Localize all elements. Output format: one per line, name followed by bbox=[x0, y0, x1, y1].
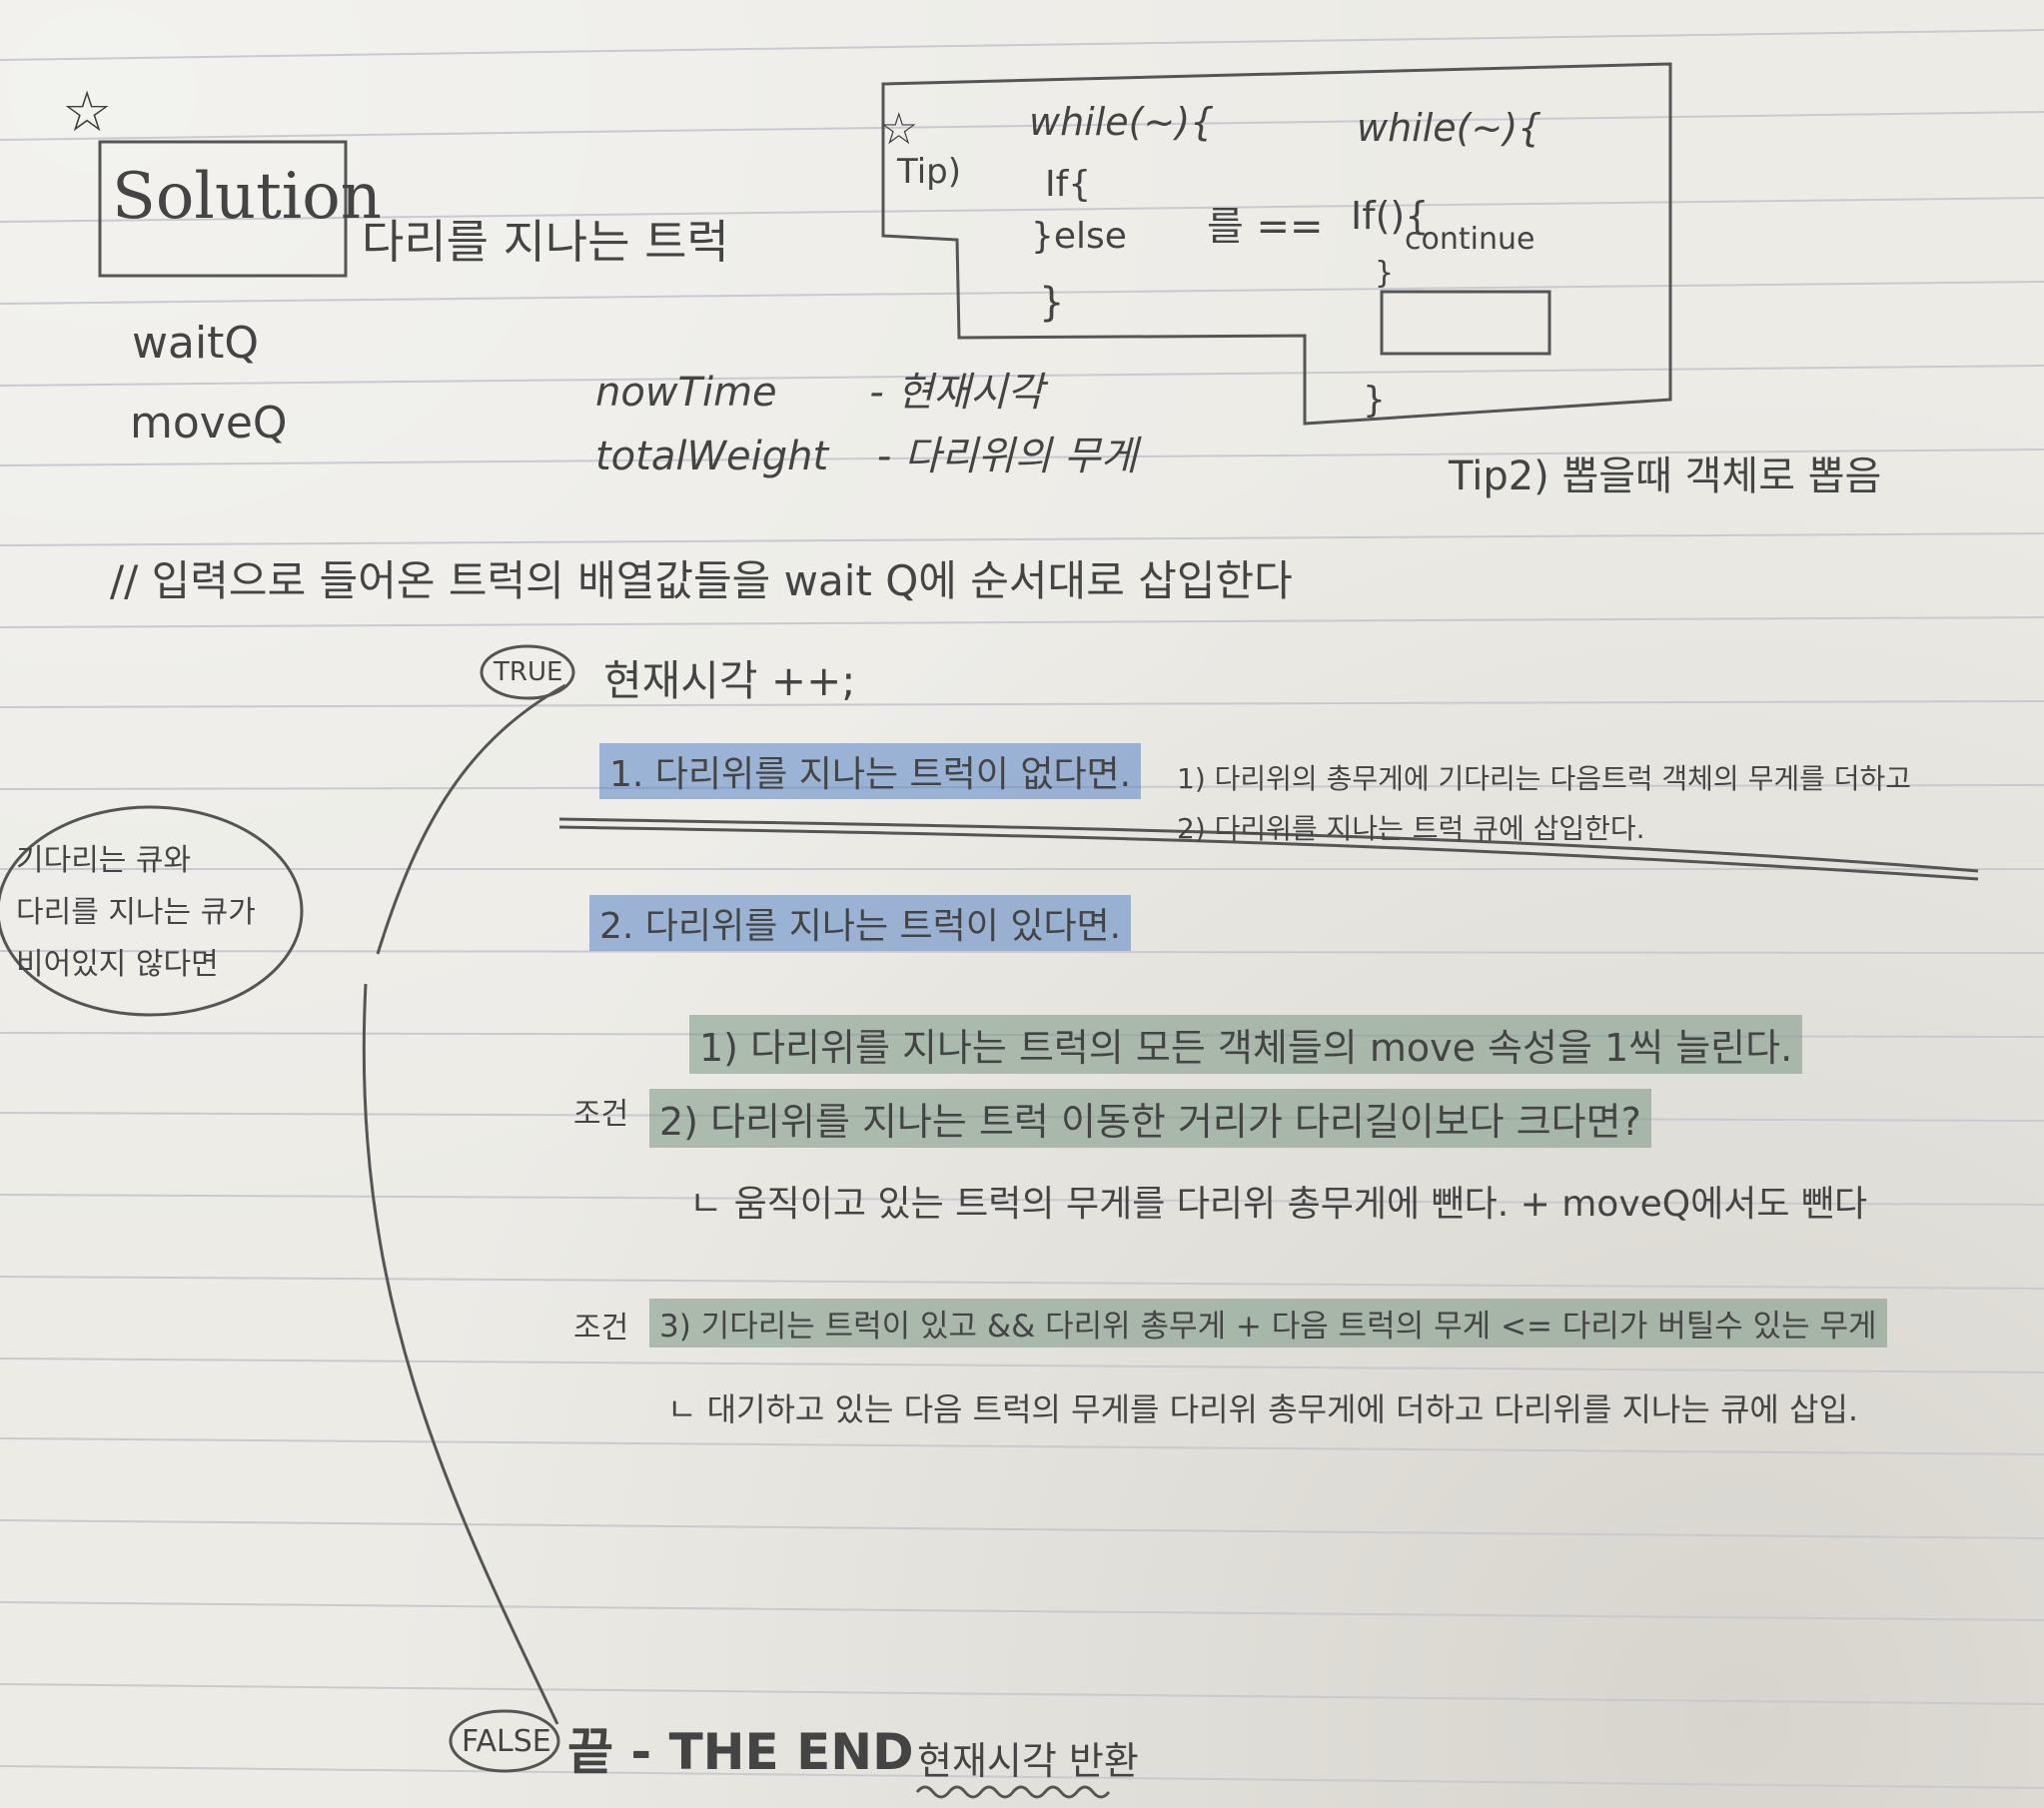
tip-left-code-3: }else bbox=[1031, 216, 1127, 257]
tip-right-code-1: while(~){ bbox=[1357, 106, 1542, 150]
cond-label-2: 조건 bbox=[573, 1311, 629, 1346]
tip-right-code-2: If(){ bbox=[1351, 194, 1430, 238]
circle-note: 기다리는 큐와 다리를 지나는 큐가 비어있지 않다면 bbox=[16, 835, 256, 991]
star-icon: ☆ bbox=[62, 80, 113, 145]
case1-step2: 2) 다리위를 지나는 트럭 큐에 삽입한다. bbox=[1177, 812, 1645, 845]
circle-note-line: 비어있지 않다면 bbox=[16, 947, 219, 982]
case2-step2: 2) 다리위를 지나는 트럭 이동한 거리가 다리길이보다 크다면? bbox=[649, 1089, 1651, 1148]
var-desc: - 다리위의 무게 bbox=[876, 434, 1138, 479]
queue-wait: waitQ bbox=[132, 318, 260, 369]
var-totalweight: totalWeight - 다리위의 무게 bbox=[595, 424, 1138, 481]
tip-left-code-1: while(~){ bbox=[1029, 100, 1215, 144]
var-nowtime: nowTime - 현재시각 bbox=[595, 360, 1044, 418]
case1-title: 1. 다리위를 지나는 트럭이 없다면. bbox=[599, 743, 1142, 799]
circle-note-line: 다리를 지나는 큐가 bbox=[16, 895, 256, 930]
page-title: 다리를 지나는 트럭 bbox=[362, 215, 729, 269]
star-icon-tip: ☆ bbox=[879, 104, 919, 155]
case2-title: 2. 다리위를 지나는 트럭이 있다면. bbox=[589, 895, 1132, 951]
tip-right-code-5: } bbox=[1363, 380, 1386, 421]
true-label: TRUE bbox=[494, 657, 563, 687]
tip-left-code-4: } bbox=[1039, 280, 1065, 326]
case2-step2-sub: ㄴ 움직이고 있는 트럭의 무게를 다리위 총무게에 뺀다. + moveQ에서… bbox=[689, 1184, 1868, 1225]
circle-note-line: 기다리는 큐와 bbox=[16, 843, 192, 878]
case2-step1: 1) 다리위를 지나는 트럭의 모든 객체들의 move 속성을 1씩 늘린다. bbox=[689, 1015, 1803, 1074]
cond-label-1: 조건 bbox=[573, 1097, 629, 1132]
case1-step1: 1) 다리위의 총무게에 기다리는 다음트럭 객체의 무게를 더하고 bbox=[1177, 762, 1912, 795]
tip-right-code-3: continue bbox=[1405, 222, 1535, 257]
comment-line: // 입력으로 들어온 트럭의 배열값들을 wait Q에 순서대로 삽입한다 bbox=[110, 556, 1293, 605]
tip2-note: Tip2) 뽑을때 객체로 뽑음 bbox=[1449, 453, 1882, 499]
tip-right-code-4: } bbox=[1375, 256, 1395, 291]
false-label: FALSE bbox=[462, 1724, 551, 1759]
tip-arrow: 를 == bbox=[1207, 204, 1324, 250]
var-name: nowTime bbox=[595, 370, 777, 416]
end-line: 끝 - THE END bbox=[567, 1723, 914, 1781]
tip-label: Tip) bbox=[897, 152, 962, 192]
case2-step3: 3) 기다리는 트럭이 있고 && 다리위 총무게 + 다음 트럭의 무게 <=… bbox=[649, 1299, 1887, 1348]
var-name: totalWeight bbox=[595, 434, 829, 479]
queue-move: moveQ bbox=[130, 398, 288, 449]
tip-left-code-2: If{ bbox=[1045, 164, 1092, 205]
true-line: 현재시각 ++; bbox=[603, 656, 856, 705]
return-line: 현재시각 반환 bbox=[917, 1739, 1139, 1783]
solution-label: Solution bbox=[112, 160, 382, 234]
var-desc: - 현재시각 bbox=[869, 370, 1044, 416]
case2-step3-sub: ㄴ 대기하고 있는 다음 트럭의 무게를 다리위 총무게에 더하고 다리위를 지… bbox=[667, 1390, 1859, 1428]
